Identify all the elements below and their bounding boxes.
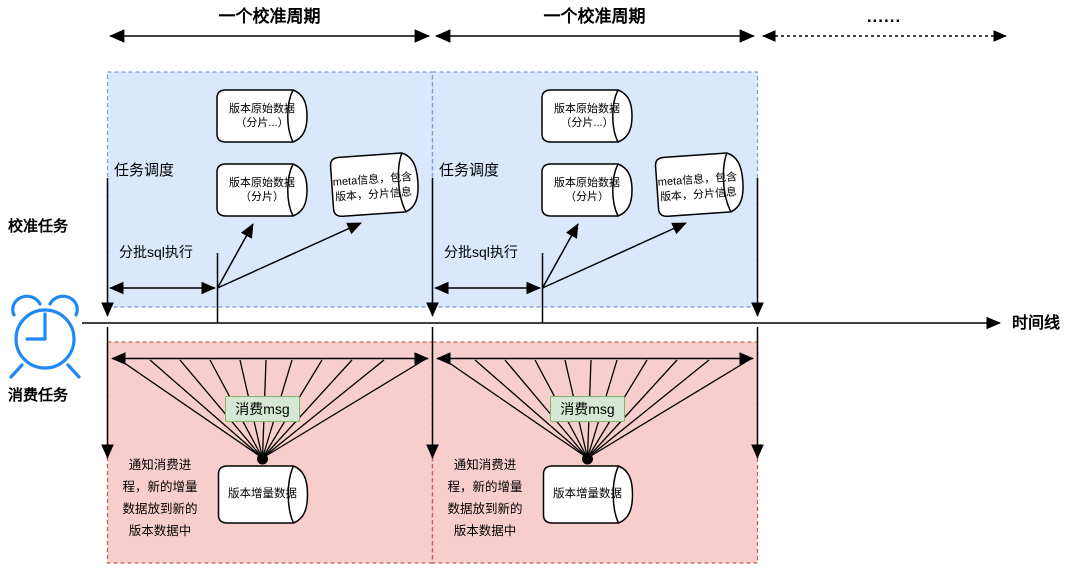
meta-info-text: meta信息，包含 版本，分片信息 xyxy=(332,171,413,204)
incremental-data-text-2: 版本增量数据 xyxy=(553,488,622,501)
fan-converge-point xyxy=(257,453,268,465)
cycle-span-label-2: 一个校准周期 xyxy=(543,7,646,26)
notify-consumer-text-2: 通知消费进 程，新的增量 数据放到新的 版本数据中 xyxy=(447,458,523,538)
task-scheduling-label: 任务调度 xyxy=(114,162,175,179)
source-data-shard-text: 版本原始数据 （分片） xyxy=(229,176,295,203)
stored-data-shape-source xyxy=(216,163,308,217)
consume-msg-box: 消费msg xyxy=(225,396,300,422)
cycle-span-label-1: 一个校准周期 xyxy=(218,7,321,26)
batch-sql-label-2: 分批sql执行 xyxy=(444,244,518,260)
stored-data-shape-source-more xyxy=(216,89,308,143)
arrow-to-source-shard xyxy=(216,223,254,289)
incremental-data-text: 版本增量数据 xyxy=(228,488,297,501)
timeline-label: 时间线 xyxy=(1012,315,1061,332)
stored-data-shape-meta xyxy=(329,152,419,218)
batch-sql-label: 分批sql执行 xyxy=(119,244,193,260)
source-data-more-shards-text-2: 版本原始数据 （分片...） xyxy=(554,102,620,129)
source-data-more-shards-text: 版本原始数据 （分片...） xyxy=(229,102,295,129)
consumption-task-label: 消费任务 xyxy=(8,387,69,404)
source-data-shard-text-2: 版本原始数据 （分片） xyxy=(554,176,620,203)
alarm-clock-icon xyxy=(9,294,81,379)
consume-msg-box-2: 消费msg xyxy=(550,396,625,422)
notify-consumer-text: 通知消费进 程，新的增量 数据放到新的 版本数据中 xyxy=(122,458,198,538)
stored-data-shape-incremental xyxy=(217,465,309,524)
arrow-to-meta-info xyxy=(217,222,362,289)
calibration-task-label: 校准任务 xyxy=(8,218,69,235)
calibration-cycle-group xyxy=(106,71,434,564)
task-scheduling-label-2: 任务调度 xyxy=(439,162,500,179)
more-cycles-label: ...... xyxy=(866,7,902,26)
meta-info-text-2: meta信息，包含 版本，分片信息 xyxy=(657,171,738,204)
